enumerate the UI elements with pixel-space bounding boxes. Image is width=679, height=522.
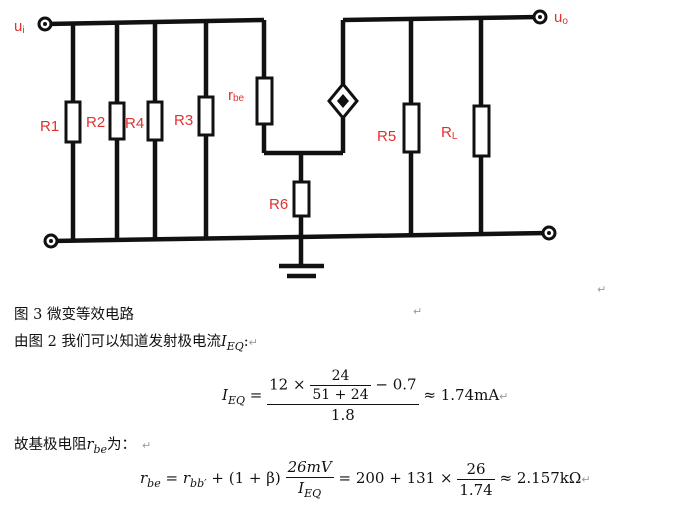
resistor-rbe: [255, 76, 274, 126]
resistor-r3: [197, 95, 215, 137]
r5-label: R5: [377, 128, 396, 145]
controlled-source-icon: [327, 81, 359, 121]
r2-label: R2: [86, 114, 105, 131]
r4-label: R4: [125, 115, 144, 132]
r6-label: R6: [269, 196, 288, 213]
output-label: uo: [554, 9, 568, 27]
r1-label: R1: [40, 118, 59, 135]
r3-label: R3: [174, 112, 193, 129]
resistor-r4: [146, 100, 164, 142]
paragraph-mark: ↵: [597, 283, 607, 296]
resistor-r5: [402, 102, 421, 154]
circuit-wires: [45, 14, 549, 266]
resistor-r6: [292, 180, 311, 218]
figure-caption: 图 3 微变等效电路: [14, 307, 134, 323]
rl-label: RL: [441, 124, 458, 142]
circuit-diagram: ui uo R1 R2 R4 R3 rbe R6 R5 RL: [14, 9, 568, 279]
resistor-rl: [472, 104, 491, 158]
rbe-intro-line: 故基极电阻rbe为：↵: [14, 437, 152, 456]
resistor-r1: [64, 100, 82, 144]
ground-icon: [279, 263, 324, 279]
rbe-label: rbe: [228, 87, 245, 104]
paragraph-mark: ↵: [413, 305, 423, 318]
intro-line: 由图 2 我们可以知道发射极电流IEQ:↵: [14, 334, 258, 353]
resistor-r2: [108, 101, 126, 141]
input-label: ui: [14, 18, 25, 36]
